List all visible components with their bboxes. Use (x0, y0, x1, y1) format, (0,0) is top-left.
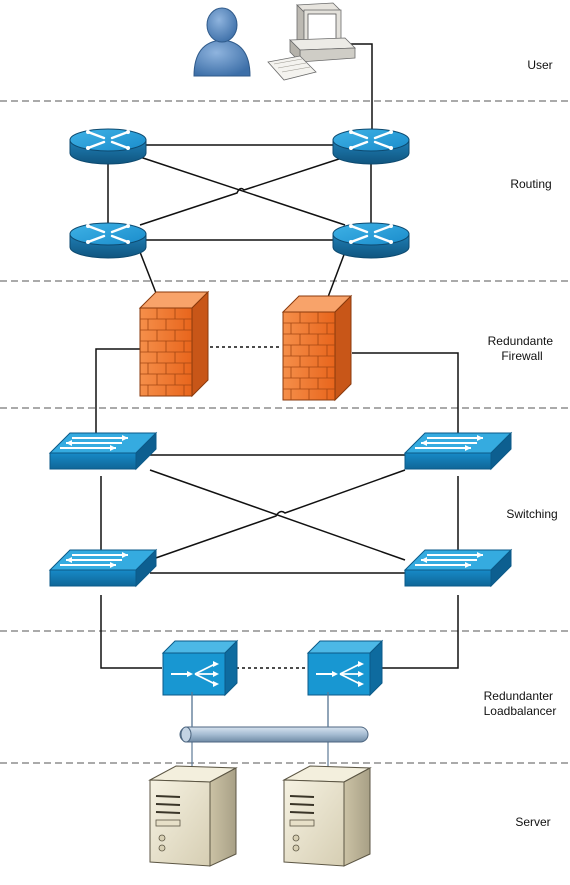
label-server: Server (515, 815, 550, 829)
switch-icon (48, 548, 158, 588)
routers (69, 128, 410, 259)
label-user: User (527, 58, 552, 72)
workstation-icon (267, 2, 356, 81)
link-firewall-l-switch (95, 348, 140, 438)
switches (48, 431, 513, 588)
firewall-icon (138, 290, 210, 398)
server-links-over-bus (191, 692, 329, 727)
link-router-tl-br (139, 156, 346, 226)
link-switch-bl-tr (149, 469, 406, 561)
switch-icon (48, 431, 158, 471)
firewalls (138, 290, 353, 402)
servers (148, 765, 372, 867)
link-router-bl-firewall (139, 251, 157, 294)
label-loadbalancer: Redundanter Loadbalancer (484, 689, 557, 718)
layer-labels: User Routing Redundante Firewall Switchi… (484, 58, 558, 829)
router-icon (69, 222, 147, 259)
server-icon (282, 765, 372, 867)
layer-dividers (0, 100, 570, 764)
link-switch-br-loadbalancer (381, 595, 459, 669)
firewall-icon (281, 294, 353, 402)
router-icon (69, 128, 147, 165)
switch-icon (403, 431, 513, 471)
link-firewall-r-switch (352, 352, 459, 438)
load-balancers (161, 639, 384, 697)
load-balancer-icon (161, 639, 239, 697)
router-icon (332, 222, 410, 259)
link-switch-bl-loadbalancer (100, 595, 162, 669)
router-icon (332, 128, 410, 165)
connections (95, 43, 459, 669)
user-icon (193, 7, 251, 77)
label-firewall: Redundante Firewall (488, 334, 557, 363)
network-bus-icon (179, 726, 369, 743)
link-router-bl-tr (139, 156, 346, 226)
switch-icon (403, 548, 513, 588)
link-workstation-router (350, 43, 373, 130)
label-switching: Switching (506, 507, 557, 521)
server-icon (148, 765, 238, 867)
label-routing: Routing (510, 177, 551, 191)
load-balancer-icon (306, 639, 384, 697)
